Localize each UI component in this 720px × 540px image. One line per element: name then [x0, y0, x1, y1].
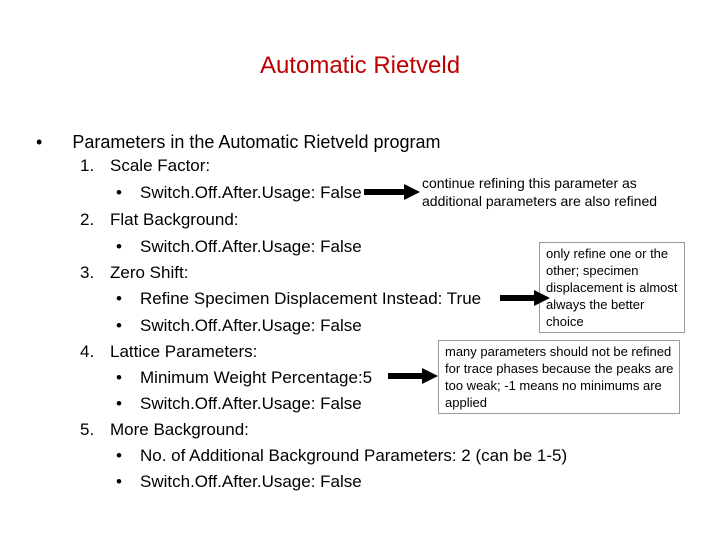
item-number: 3.: [80, 263, 95, 282]
slide-title: Automatic Rietveld: [259, 52, 461, 79]
note-line: many parameters should not be refined: [445, 344, 672, 359]
note-line: displacement is almost: [546, 280, 678, 295]
note-line: too weak; -1 means no minimums are: [445, 378, 662, 393]
note-line: for trace phases because the peaks are: [445, 361, 674, 376]
sub-bullet-glyph: •: [116, 183, 122, 202]
item-number: 1.: [80, 156, 95, 175]
item-label: Flat Background:: [110, 210, 239, 229]
subitem-more-switch: • Switch.Off.After.Usage: False: [116, 472, 362, 492]
sub-bullet-glyph: •: [116, 446, 122, 465]
item-more-background: 5. More Background:: [80, 420, 249, 440]
note-zero: only refine one or the other; specimen d…: [539, 242, 685, 333]
subitem-zero-switch: • Switch.Off.After.Usage: False: [116, 316, 362, 336]
item-flat-background: 2. Flat Background:: [80, 210, 239, 230]
item-label: More Background:: [110, 420, 249, 439]
subitem-lattice-switch: • Switch.Off.After.Usage: False: [116, 394, 362, 414]
sub-bullet-glyph: •: [116, 394, 122, 413]
item-number: 2.: [80, 210, 95, 229]
note-line: additional parameters are also refined: [422, 193, 658, 209]
subitem-flat-switch: • Switch.Off.After.Usage: False: [116, 237, 362, 257]
sub-bullet-glyph: •: [116, 316, 122, 335]
sub-bullet-glyph: •: [116, 368, 122, 387]
subitem-text: Switch.Off.After.Usage: False: [140, 316, 362, 335]
item-number: 5.: [80, 420, 95, 439]
item-label: Scale Factor:: [110, 156, 211, 175]
bullet-glyph: •: [36, 132, 43, 152]
item-scale-factor: 1. Scale Factor:: [80, 156, 210, 176]
note-line: only refine one or the: [546, 246, 669, 261]
sub-bullet-glyph: •: [116, 237, 122, 256]
item-number: 4.: [80, 342, 95, 361]
note-lattice: many parameters should not be refined fo…: [438, 340, 681, 414]
note-line: other; specimen: [546, 263, 639, 278]
subitem-lattice-minweight: • Minimum Weight Percentage:5: [116, 368, 372, 388]
subitem-text: No. of Additional Background Parameters:…: [140, 446, 568, 465]
note-line: applied: [445, 395, 487, 410]
note-line: continue refining this parameter as: [422, 175, 637, 191]
subitem-text: Switch.Off.After.Usage: False: [140, 472, 362, 491]
subitem-more-params: • No. of Additional Background Parameters…: [116, 446, 567, 466]
subitem-text: Switch.Off.After.Usage: False: [140, 394, 362, 413]
note-scale: continue refining this parameter as addi…: [422, 174, 657, 210]
subitem-text: Switch.Off.After.Usage: False: [140, 237, 362, 256]
item-label: Lattice Parameters:: [110, 342, 258, 361]
subitem-zero-refine: • Refine Specimen Displacement Instead: T…: [116, 289, 481, 309]
note-line: choice: [546, 314, 584, 329]
main-bullet-text: Parameters in the Automatic Rietveld pro…: [72, 132, 441, 152]
sub-bullet-glyph: •: [116, 289, 122, 308]
subitem-text: Minimum Weight Percentage:5: [140, 368, 373, 387]
arrow-right-icon: [364, 184, 420, 200]
subitem-text: Refine Specimen Displacement Instead: Tr…: [140, 289, 482, 308]
note-line: always the better: [546, 297, 645, 312]
item-lattice-parameters: 4. Lattice Parameters:: [80, 342, 257, 362]
item-zero-shift: 3. Zero Shift:: [80, 263, 188, 283]
subitem-scale-switch: • Switch.Off.After.Usage: False: [116, 183, 362, 203]
item-label: Zero Shift:: [110, 263, 189, 282]
main-bullet: • Parameters in the Automatic Rietveld p…: [36, 132, 440, 153]
arrow-right-icon: [388, 368, 438, 384]
arrow-right-icon: [500, 290, 550, 306]
subitem-text: Switch.Off.After.Usage: False: [140, 183, 362, 202]
sub-bullet-glyph: •: [116, 472, 122, 491]
